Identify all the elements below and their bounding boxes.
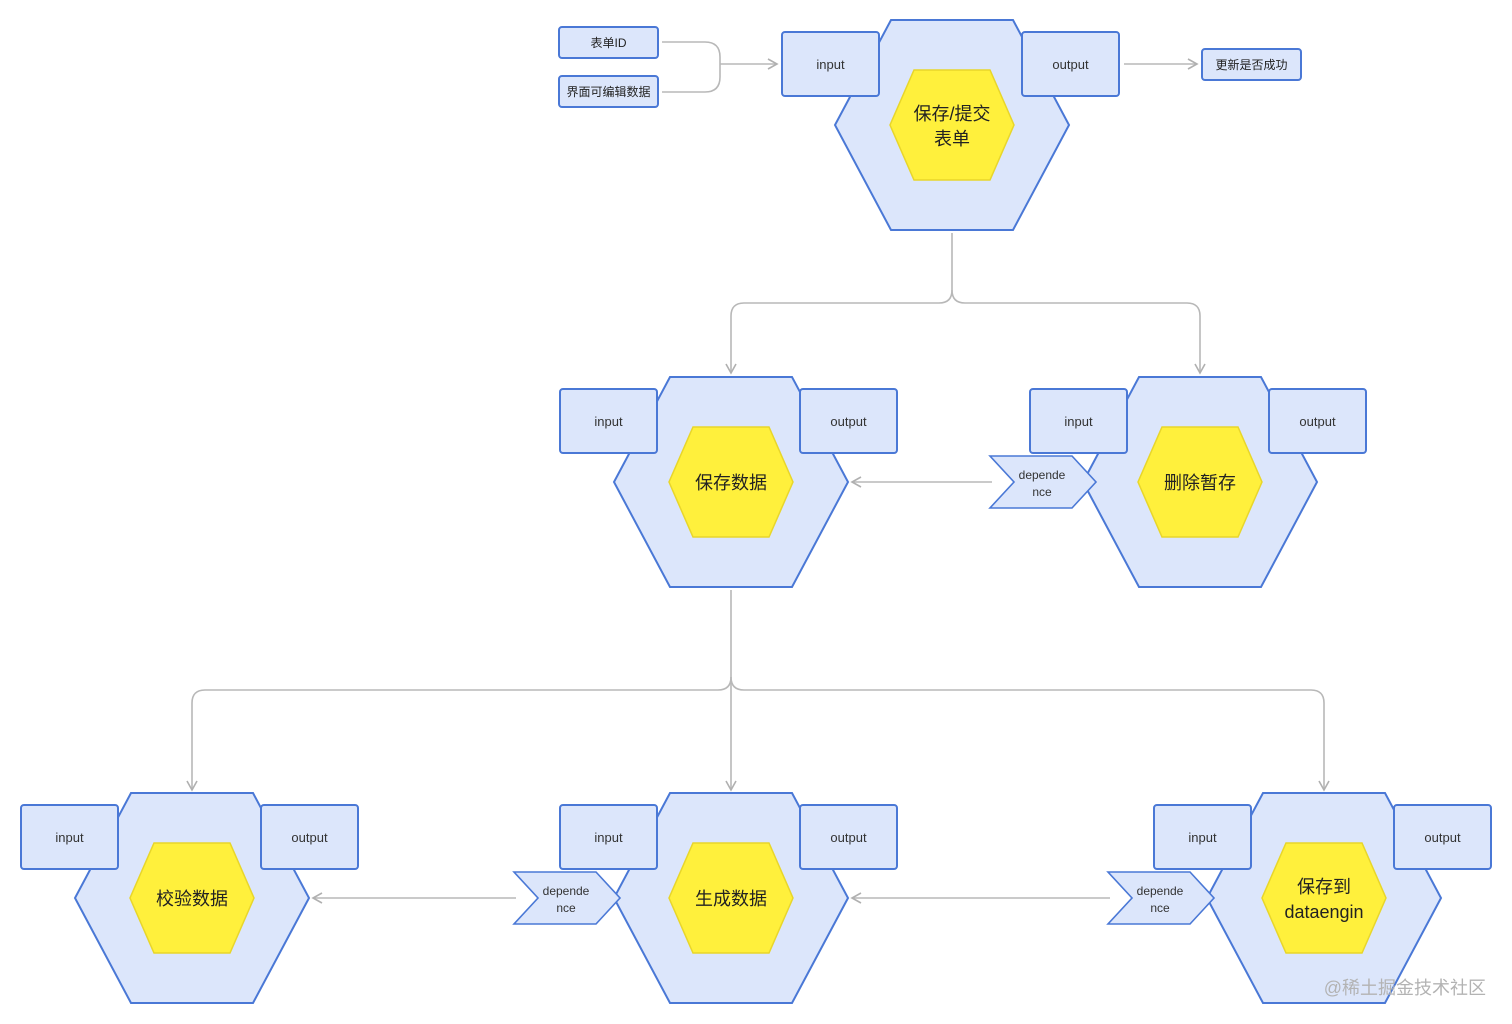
connector-save-to-dataengin: [730, 676, 1325, 789]
dependence-label: depende: [543, 884, 590, 898]
node-label: 删除暂存: [1164, 473, 1236, 493]
node-label-line2: dataengin: [1284, 902, 1363, 922]
update-result-box: [1201, 48, 1302, 81]
input-port-label: input: [1188, 830, 1217, 845]
output-port: [1021, 31, 1120, 97]
hexagon-core: [1137, 426, 1263, 538]
connectors: [186, 41, 1330, 904]
hexagon-core: [129, 842, 255, 954]
node-label: 生成数据: [695, 889, 767, 909]
connector-submit-to-delete: [951, 289, 1201, 372]
hexagon-core: [668, 842, 794, 954]
node-label: 保存/提交: [913, 104, 990, 124]
output-port: [1268, 388, 1367, 454]
input-port: [559, 804, 658, 870]
input-port: [1029, 388, 1128, 454]
hexagon-core: [668, 426, 794, 538]
dependence-port: [988, 455, 1098, 509]
input-port-label: input: [816, 57, 845, 72]
node-submit-form: 保存/提交 表单 input output: [781, 19, 1120, 231]
dependence-label-line2: nce: [1150, 901, 1170, 915]
form-id-box: [558, 26, 659, 59]
output-port-label: output: [1052, 57, 1089, 72]
output-port-label: output: [1299, 414, 1336, 429]
connector-editable-data: [662, 64, 721, 93]
connector-submit-to-save: [730, 233, 953, 372]
update-result-label: 更新是否成功: [1215, 57, 1287, 72]
input-port: [781, 31, 880, 97]
node-label: 保存到: [1297, 877, 1351, 897]
watermark: @稀土掘金技术社区: [1324, 978, 1486, 998]
node-label: 校验数据: [156, 889, 228, 909]
hexagon-core: [889, 69, 1015, 181]
node-label: 保存数据: [695, 473, 767, 493]
input-port-label: input: [594, 830, 623, 845]
editable-data-box: [558, 75, 659, 108]
output-port: [799, 388, 898, 454]
dependence-label-line2: nce: [556, 901, 576, 915]
output-port-label: output: [291, 830, 328, 845]
input-port: [559, 388, 658, 454]
connector-save-to-validate: [191, 590, 732, 789]
output-port-label: output: [1424, 830, 1461, 845]
output-port: [799, 804, 898, 870]
dependence-label: depende: [1019, 468, 1066, 482]
node-save-data: 保存数据 input output: [559, 376, 898, 588]
node-save-dataengin: 保存到 dataengin input output depende nce: [1106, 792, 1492, 1004]
node-generate-data: 生成数据 input output depende nce: [512, 792, 898, 1004]
output-port: [260, 804, 359, 870]
node-validate-data: 校验数据 input output: [20, 792, 359, 1004]
output-port-label: output: [830, 830, 867, 845]
top-input-boxes: 表单ID 界面可编辑数据: [558, 26, 659, 108]
output-port-label: output: [830, 414, 867, 429]
dependence-port: [1106, 871, 1216, 925]
node-label-line2: 表单: [934, 129, 970, 149]
hexagon-core: [1261, 842, 1387, 954]
connector-form-id: [662, 41, 721, 64]
input-port: [1153, 804, 1252, 870]
input-port-label: input: [55, 830, 84, 845]
editable-data-label: 界面可编辑数据: [566, 84, 650, 99]
dependence-label-line2: nce: [1032, 485, 1052, 499]
output-port: [1393, 804, 1492, 870]
dependence-port: [512, 871, 622, 925]
input-port: [20, 804, 119, 870]
node-delete-draft: 删除暂存 input output depende nce: [988, 376, 1367, 588]
dependence-label: depende: [1137, 884, 1184, 898]
input-port-label: input: [594, 414, 623, 429]
input-port-label: input: [1064, 414, 1093, 429]
form-id-label: 表单ID: [590, 36, 626, 50]
